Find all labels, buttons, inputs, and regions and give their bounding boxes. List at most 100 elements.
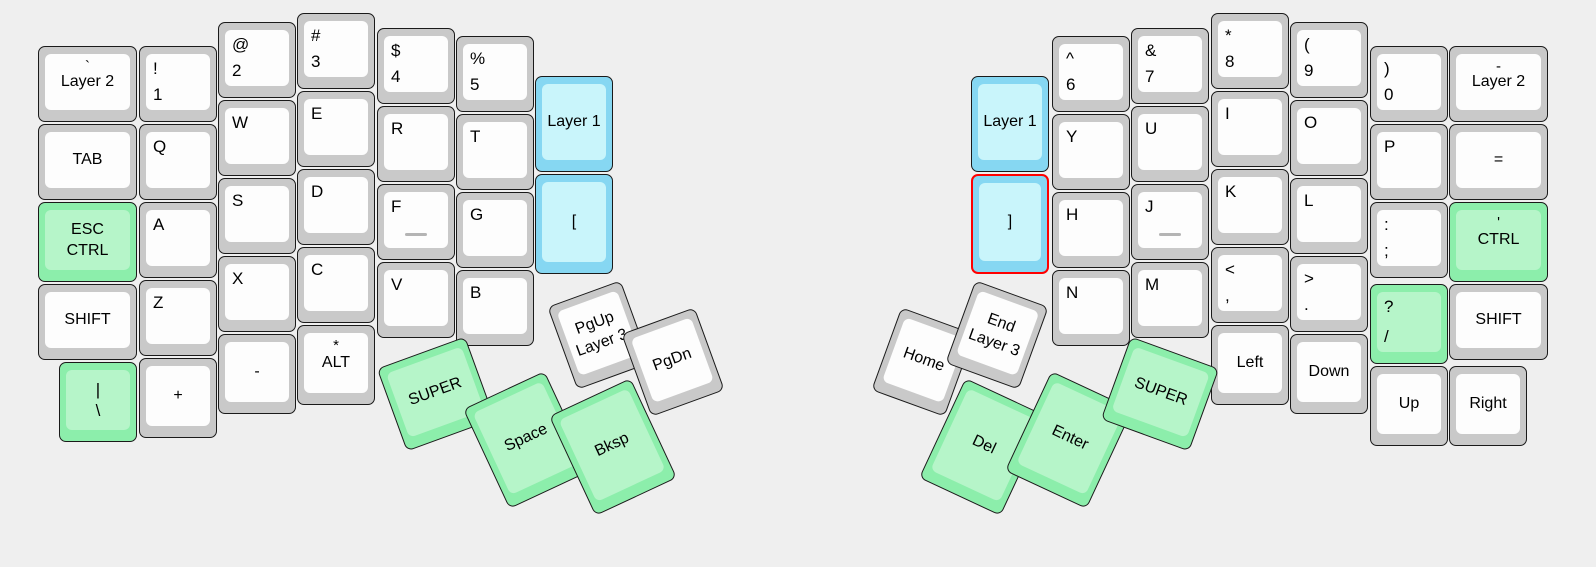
legend-bottom-left: . [1304, 295, 1309, 314]
key-bracket-left[interactable]: [ [535, 174, 613, 274]
key-tab[interactable]: TAB [38, 124, 137, 200]
key-slash-question[interactable]: ?/ [1370, 284, 1448, 364]
key-h[interactable]: H [1052, 192, 1130, 268]
key-k[interactable]: K [1211, 169, 1289, 245]
keycap-surface: &7 [1138, 36, 1202, 92]
keycap-surface: L [1297, 186, 1361, 242]
legend-center: SUPER [406, 374, 464, 410]
key-a[interactable]: A [139, 202, 217, 278]
legend-bottom-left: , [1225, 286, 1230, 305]
key-period-greater[interactable]: >. [1290, 256, 1368, 332]
key-right-arrow[interactable]: Right [1449, 366, 1527, 446]
key-y[interactable]: Y [1052, 114, 1130, 190]
key-3-hash[interactable]: #3 [297, 13, 375, 89]
key-bracket-right[interactable]: ] [971, 174, 1049, 274]
key-v[interactable]: V [377, 262, 455, 338]
key-z[interactable]: Z [139, 280, 217, 356]
key-layer2-grave[interactable]: `Layer 2 [38, 46, 137, 122]
key-o[interactable]: O [1290, 100, 1368, 176]
key-6-caret[interactable]: ^6 [1052, 36, 1130, 112]
key-ctrl-quote[interactable]: 'CTRL [1449, 202, 1548, 282]
keycap-surface: SHIFT [45, 292, 130, 348]
key-equal[interactable]: = [1449, 124, 1548, 200]
key-n[interactable]: N [1052, 270, 1130, 346]
keycap-surface: X [225, 264, 289, 320]
legend-top-left: A [153, 215, 165, 234]
key-layer1-left[interactable]: Layer 1 [535, 76, 613, 172]
legend-top-left: D [311, 182, 324, 201]
key-s[interactable]: S [218, 178, 296, 254]
key-i[interactable]: I [1211, 91, 1289, 167]
key-semicolon-colon[interactable]: :; [1370, 202, 1448, 278]
keycap-surface: K [1218, 177, 1282, 233]
legend-top-center: - [1496, 58, 1501, 75]
keycap-surface: SHIFT [1456, 292, 1541, 348]
key-g[interactable]: G [456, 192, 534, 268]
key-shift-right[interactable]: SHIFT [1449, 284, 1548, 360]
key-m[interactable]: M [1131, 262, 1209, 338]
key-4-dollar[interactable]: $4 [377, 28, 455, 104]
key-plus[interactable]: + [139, 358, 217, 438]
key-r[interactable]: R [377, 106, 455, 182]
legend-top-left: N [1066, 283, 1079, 302]
key-layer1-right[interactable]: Layer 1 [971, 76, 1049, 172]
key-p[interactable]: P [1370, 124, 1448, 200]
legend-top-left: Y [1066, 127, 1078, 146]
legend-center: = [1493, 151, 1504, 168]
key-b[interactable]: B [456, 270, 534, 346]
key-q[interactable]: Q [139, 124, 217, 200]
key-w[interactable]: W [218, 100, 296, 176]
keycap-surface: )0 [1377, 54, 1441, 110]
key-comma-less[interactable]: <, [1211, 247, 1289, 323]
keycap-surface: E [304, 99, 368, 155]
legend-bottom-left: ; [1384, 241, 1389, 260]
key-up-arrow[interactable]: Up [1370, 366, 1448, 446]
key-7-ampersand[interactable]: &7 [1131, 28, 1209, 104]
keycap-surface: S [225, 186, 289, 242]
key-f[interactable]: F [377, 184, 455, 260]
key-left-arrow[interactable]: Left [1211, 325, 1289, 405]
key-alt-asterisk[interactable]: *ALT [297, 325, 375, 405]
key-l[interactable]: L [1290, 178, 1368, 254]
keycap-surface: Z [146, 288, 210, 344]
legend-center: [ [571, 213, 577, 230]
key-shift-left[interactable]: SHIFT [38, 284, 137, 360]
legend-bottom-left: 5 [470, 75, 480, 94]
keycap-surface: >. [1297, 264, 1361, 320]
keycap-surface: Right [1456, 374, 1520, 434]
key-down-arrow[interactable]: Down [1290, 334, 1368, 414]
keycap-surface: :; [1377, 210, 1441, 266]
key-pipe-backslash[interactable]: |\ [59, 362, 137, 442]
key-2-at[interactable]: @2 [218, 22, 296, 98]
key-minus-left[interactable]: - [218, 334, 296, 414]
key-e[interactable]: E [297, 91, 375, 167]
keycap-surface: SUPER [1111, 346, 1210, 438]
legend-top-left: R [391, 119, 404, 138]
key-j[interactable]: J [1131, 184, 1209, 260]
legend-bottom-left: / [1384, 327, 1389, 346]
keycap-surface: = [1456, 132, 1541, 188]
key-d[interactable]: D [297, 169, 375, 245]
key-8-asterisk[interactable]: *8 [1211, 13, 1289, 89]
key-5-percent[interactable]: %5 [456, 36, 534, 112]
legend-center: + [173, 387, 183, 404]
keycap-surface: A [146, 210, 210, 266]
key-1-exclaim[interactable]: !1 [139, 46, 217, 122]
keycap-surface: B [463, 278, 527, 334]
legend-top-left: L [1304, 191, 1314, 210]
key-u[interactable]: U [1131, 106, 1209, 182]
legend-top-left: X [232, 269, 244, 288]
key-x[interactable]: X [218, 256, 296, 332]
key-layer2-minus[interactable]: -Layer 2 [1449, 46, 1548, 122]
key-t[interactable]: T [456, 114, 534, 190]
legend-center: Layer 1 [983, 113, 1037, 130]
key-9-parenleft[interactable]: (9 [1290, 22, 1368, 98]
key-c[interactable]: C [297, 247, 375, 323]
keycap-surface: <, [1218, 255, 1282, 311]
legend-center: ] [1007, 213, 1013, 230]
key-0-parenright[interactable]: )0 [1370, 46, 1448, 122]
legend-bottom-left: 9 [1304, 61, 1314, 80]
legend-center: SHIFT [64, 311, 111, 328]
